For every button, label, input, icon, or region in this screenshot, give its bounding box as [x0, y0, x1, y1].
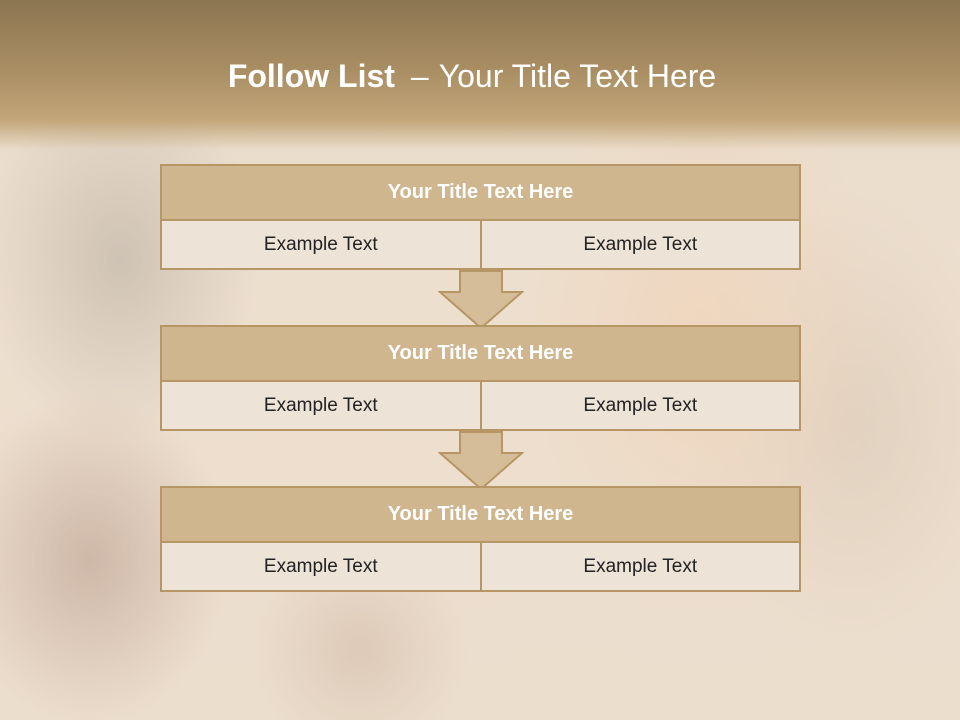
block-cell-left: Example Text	[263, 394, 378, 416]
follow-block-2: Your Title Text Here Example Text Exampl…	[160, 325, 801, 431]
block-cell-left: Example Text	[263, 233, 378, 255]
block-title: Your Title Text Here	[160, 325, 801, 382]
follow-block-1: Your Title Text Here Example Text Exampl…	[160, 164, 801, 270]
block-cell-right: Example Text	[479, 543, 800, 590]
block-title: Your Title Text Here	[160, 486, 801, 543]
slide-title: Follow List–Your Title Text Here	[0, 54, 944, 98]
slide-title-bold: Follow List	[227, 58, 395, 94]
down-arrow-icon	[438, 270, 524, 330]
down-arrow-icon	[438, 431, 524, 491]
slide-title-rest: Your Title Text Here	[438, 58, 717, 94]
block-row: Example Text Example Text	[160, 382, 801, 431]
block-cell-right: Example Text	[479, 382, 800, 429]
block-cell-left: Example Text	[263, 555, 378, 577]
follow-block-3: Your Title Text Here Example Text Exampl…	[160, 486, 801, 592]
block-row: Example Text Example Text	[160, 221, 801, 270]
block-title: Your Title Text Here	[160, 164, 801, 221]
block-cell-right: Example Text	[479, 221, 800, 268]
title-banner	[0, 0, 960, 150]
slide-title-dash: –	[410, 58, 429, 94]
block-row: Example Text Example Text	[160, 543, 801, 592]
